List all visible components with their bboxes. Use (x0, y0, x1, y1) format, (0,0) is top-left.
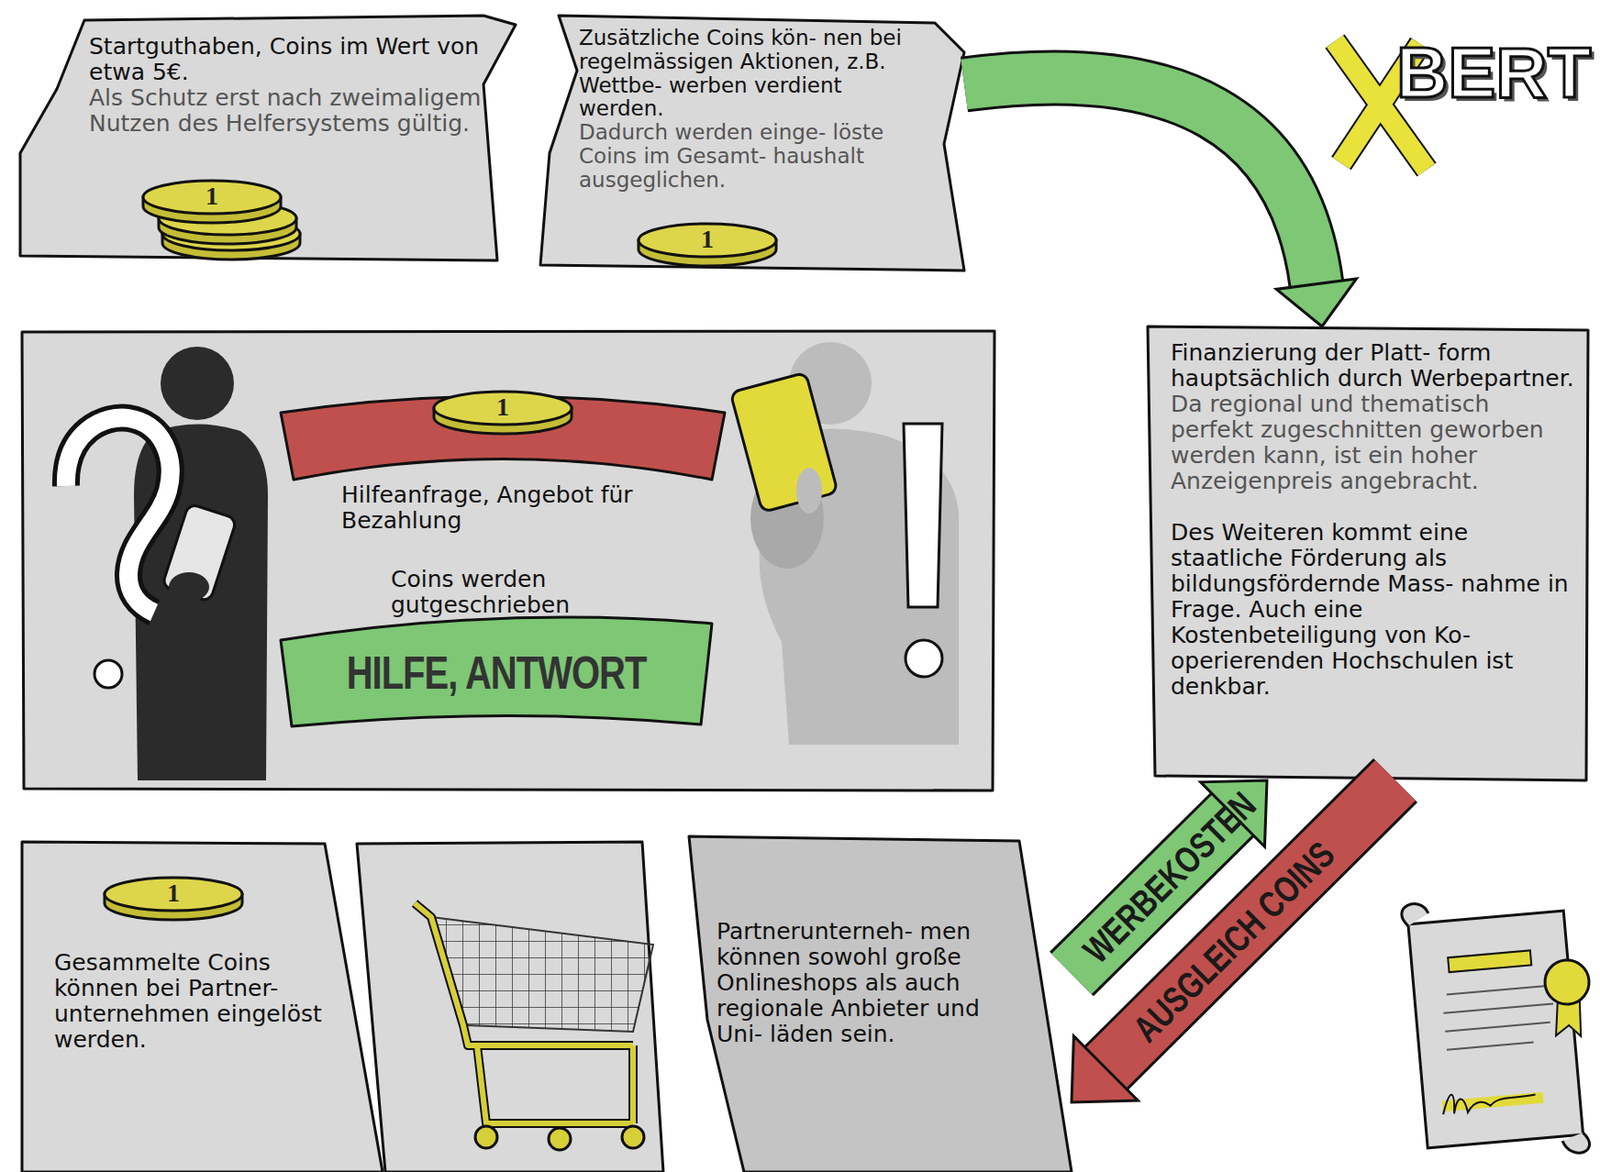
text-area: Zusätzliche Coins kön- nen bei regelmäss… (578, 26, 933, 192)
question-mark (94, 660, 123, 689)
partner-card: Partnerunterneh- men können sowohl große… (688, 836, 1072, 1172)
band-arrow (1071, 780, 1396, 1103)
exclamation-mark (903, 423, 943, 678)
info-card: Zusätzliche Coins kön- nen bei regelmäss… (540, 15, 965, 271)
band-shape (280, 617, 712, 727)
coin-value: 1 (205, 183, 219, 210)
band-outline (1105, 780, 1396, 1069)
shopping-cart (414, 903, 634, 1124)
band-caption: Hilfeanfrage, Angebot für Bezahlung (341, 482, 672, 534)
arrow-head (1276, 278, 1356, 327)
contract-scroll (1442, 985, 1557, 1050)
contract-scroll (1400, 902, 1430, 927)
box-heading: Startguthaben, Coins im Wert von etwa 5€… (88, 33, 493, 86)
band-fill (1105, 780, 1396, 1069)
contract-scroll (1441, 1088, 1536, 1115)
info-card: Startguthaben, Coins im Wert von etwa 5€… (20, 15, 536, 261)
helping-person (788, 342, 872, 425)
asking-person (160, 346, 234, 421)
helping-person (750, 467, 824, 569)
asking-person (133, 424, 268, 782)
text-area: Finanzierung der Platt- form hauptsächli… (1170, 340, 1575, 700)
text-area: Gesammelte Coins können bei Partner- unt… (54, 950, 330, 1054)
box-text: Da regional und thematisch perfekt zuges… (1170, 391, 1575, 495)
contract-scroll (1543, 958, 1591, 1007)
box-shape (22, 842, 383, 1172)
info-card: Gesammelte Coins können bei Partner- unt… (22, 842, 383, 1172)
financing-box: Finanzierung der Platt- form hauptsächli… (1147, 326, 1589, 781)
band-outline (964, 77, 1317, 285)
text-area: Startguthaben, Coins im Wert von etwa 5€… (88, 33, 493, 137)
question-mark (66, 417, 171, 613)
box-heading: Finanzierung der Platt- form hauptsächli… (1170, 340, 1575, 392)
box-heading: Gesammelte Coins können bei Partner- unt… (54, 950, 330, 1054)
asking-person (161, 503, 237, 602)
box-shape (20, 15, 516, 261)
helping-person (796, 467, 823, 514)
arrow-head (1071, 1036, 1138, 1103)
box-shape (1147, 326, 1589, 781)
exclamation-mark (905, 640, 943, 678)
illustration-panel (22, 331, 995, 791)
coin-value: 1 (496, 394, 510, 421)
question-mark (66, 417, 171, 613)
exclamation-mark (903, 423, 943, 608)
box-shape (688, 836, 1072, 1172)
band-caption: Coins werden gutgeschrieben (390, 566, 639, 619)
shopping-cart (414, 903, 654, 1151)
contract-scroll (1400, 889, 1600, 1167)
contract-scroll (1447, 950, 1532, 973)
contract-scroll (1442, 1092, 1545, 1113)
coin-value: 1 (166, 880, 180, 907)
text-area: Partnerunterneh- men können sowohl große… (716, 919, 1020, 1048)
shopping-cart (414, 903, 634, 1124)
box-shape (540, 15, 965, 271)
box-text: Dadurch werden einge- löste Coins im Ges… (578, 121, 933, 192)
box-heading: Zusätzliche Coins kön- nen bei regelmäss… (578, 26, 933, 122)
helping-person (730, 372, 838, 512)
band-arrow (964, 77, 1357, 327)
shopping-cart (431, 917, 654, 1033)
helping-person (730, 342, 959, 745)
asking-person (133, 346, 268, 781)
contract-scroll (1408, 911, 1584, 1149)
box-text: Des Weiteren kommt eine staatliche Förde… (1170, 520, 1575, 700)
shopping-cart (475, 1126, 498, 1149)
shopping-cart (622, 1126, 645, 1149)
contract-scroll (1561, 1133, 1590, 1156)
box-heading: Partnerunterneh- men können sowohl große… (716, 919, 1020, 1048)
question-mark (66, 417, 171, 689)
asking-person (168, 572, 210, 602)
band-fill (964, 77, 1317, 285)
band-title: HILFE, ANTWORT (280, 647, 712, 700)
coin-value: 1 (700, 226, 714, 253)
contract-scroll (1553, 1000, 1583, 1039)
box-text: Als Schutz erst nach zweimaligem Nutzen … (88, 85, 493, 137)
answer-band: Coins werden gutgeschriebenHILFE, ANTWOR… (280, 568, 712, 730)
logo-text: BERT (1396, 36, 1591, 109)
helping-person (759, 429, 959, 746)
cart-panel (356, 842, 664, 1172)
shopping-cart (548, 1128, 571, 1151)
